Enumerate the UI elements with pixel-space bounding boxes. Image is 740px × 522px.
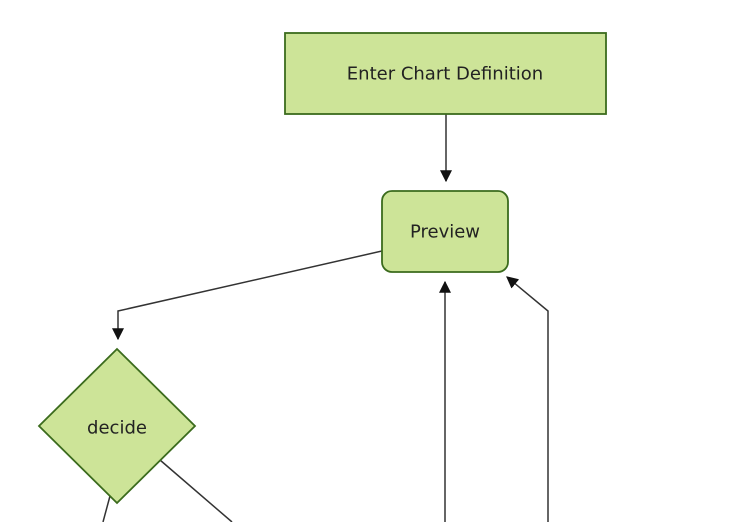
edge-decide-to-bottom-left bbox=[102, 495, 111, 522]
edge-preview-to-decide bbox=[112, 250, 383, 341]
preview-rect bbox=[381, 190, 509, 273]
enter-chart-definition-rect bbox=[284, 32, 607, 115]
decide-label: decide bbox=[87, 418, 147, 439]
decide-diamond bbox=[37, 347, 197, 505]
node-enter-chart-definition: Enter Chart Definition bbox=[284, 32, 607, 115]
node-decide: decide bbox=[37, 347, 197, 505]
enter-chart-definition-label: Enter Chart Definition bbox=[347, 64, 543, 85]
edge-layer bbox=[102, 114, 549, 522]
edge-decide-to-bottom-right bbox=[159, 459, 233, 522]
preview-label: Preview bbox=[410, 222, 480, 243]
edge-bottom-right-to-preview bbox=[506, 276, 549, 522]
node-preview: Preview bbox=[381, 190, 509, 273]
